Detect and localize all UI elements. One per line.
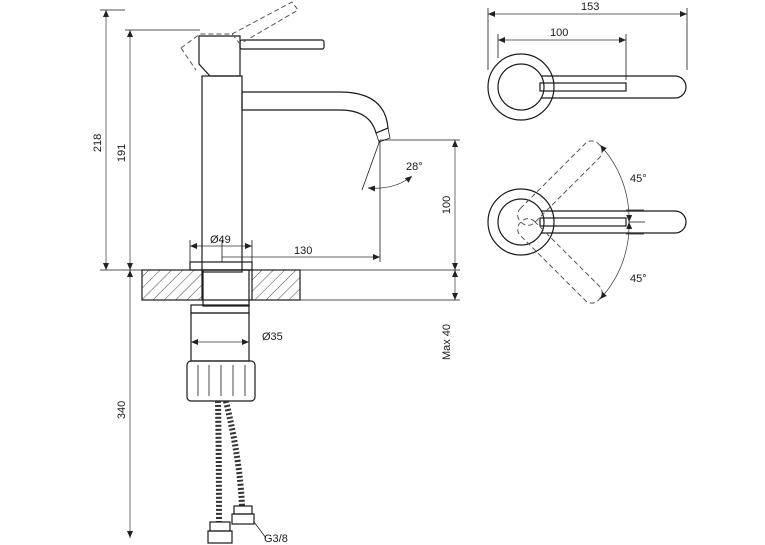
label-total-height: 218: [92, 134, 104, 152]
label-max-thickness: Max 40: [441, 324, 453, 360]
dimension-lines-horizontal: [189, 240, 380, 345]
label-spout-height: 100: [441, 196, 453, 214]
label-handle-length: 100: [550, 27, 568, 39]
spout: [241, 91, 391, 143]
label-overall-length: 153: [581, 1, 599, 13]
label-shank-diameter: Ø35: [262, 331, 283, 343]
label-spout-reach: 130: [294, 245, 312, 257]
label-angle-up: 45°: [630, 173, 647, 185]
label-tap-height: 191: [116, 144, 128, 162]
handle: [198, 35, 325, 77]
dimension-lines-right: [300, 139, 460, 301]
side-view: 218 191 100 Ø49 130 28° Ø35 Max 40 340 G…: [92, 1, 460, 545]
top-view: 153 100: [487, 1, 688, 121]
thread-leader: [253, 521, 267, 539]
label-spout-angle: 28°: [406, 161, 423, 173]
label-hose-length: 340: [116, 401, 128, 419]
spout-angle-dim: [361, 139, 413, 192]
countertop-section: [141, 269, 301, 301]
label-body-diameter: Ø49: [210, 234, 231, 246]
label-thread: G3/8: [264, 533, 288, 545]
label-angle-down: 45°: [630, 273, 647, 285]
rotation-view: 45° 45°: [487, 140, 687, 304]
handle-raised-outline: [180, 1, 299, 71]
flexible-hoses: [207, 400, 255, 544]
dimension-lines-left: [100, 9, 200, 538]
